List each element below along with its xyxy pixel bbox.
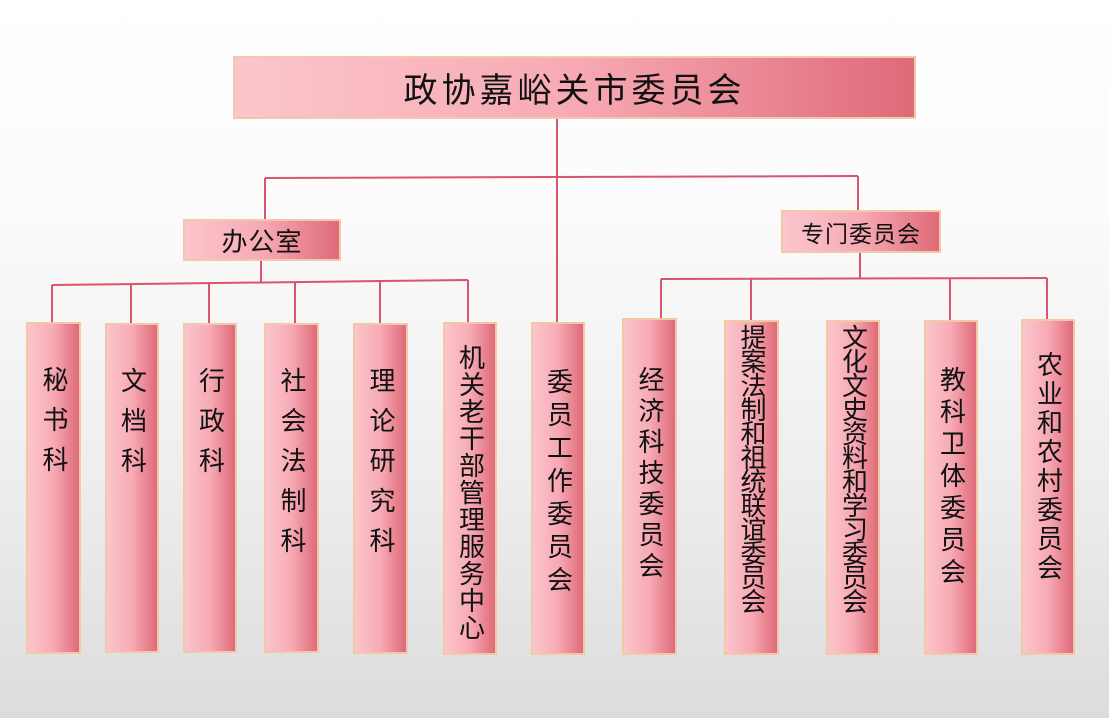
root-node: 政协嘉峪关市委员会 <box>233 56 916 119</box>
committees-node: 专门委员会 <box>781 210 941 253</box>
unit-node-member-affairs: 委员工作委员会 <box>531 322 585 655</box>
unit-node-agriculture-rural: 农业和农村委员会 <box>1021 319 1075 655</box>
unit-node-secretariat: 秘书科 <box>26 322 81 654</box>
unit-label: 行政科 <box>194 367 225 487</box>
unit-node-proposals-legal: 提案法制和祖统联谊委员会 <box>724 320 779 655</box>
unit-node-archives: 文档科 <box>105 323 159 653</box>
unit-label: 委员工作委员会 <box>542 368 573 599</box>
unit-node-economy-technology: 经济科技委员会 <box>622 318 677 655</box>
unit-label: 秘书科 <box>38 366 68 486</box>
unit-node-culture-history: 文化文史资料和学习委员会 <box>826 320 880 655</box>
unit-label: 理论研究科 <box>365 367 395 567</box>
unit-label: 文化文史资料和学习委员会 <box>837 324 868 612</box>
unit-node-theory-research: 理论研究科 <box>353 323 408 654</box>
unit-node-retired-cadres-center: 机关老干部管理服务中心 <box>443 322 497 655</box>
unit-node-education-health-sports: 教科卫体委员会 <box>924 320 978 655</box>
unit-label: 农业和农村委员会 <box>1032 351 1063 583</box>
unit-node-administration: 行政科 <box>183 323 237 653</box>
connector-line <box>51 279 469 286</box>
unit-label: 经济科技委员会 <box>634 366 664 583</box>
unit-node-social-legal: 社会法制科 <box>264 323 319 653</box>
root-node-label: 政协嘉峪关市委员会 <box>403 71 746 111</box>
connector-line <box>264 175 859 179</box>
connector-line <box>660 277 1048 280</box>
committees-node-label: 专门委员会 <box>801 221 921 248</box>
unit-label: 提案法制和祖统联谊委员会 <box>736 324 766 612</box>
unit-label: 机关老干部管理服务中心 <box>454 344 485 641</box>
unit-label: 教科卫体委员会 <box>935 366 966 590</box>
office-node-label: 办公室 <box>221 227 303 258</box>
unit-label: 文档科 <box>116 367 147 487</box>
office-node: 办公室 <box>183 219 341 261</box>
unit-label: 社会法制科 <box>276 367 306 567</box>
